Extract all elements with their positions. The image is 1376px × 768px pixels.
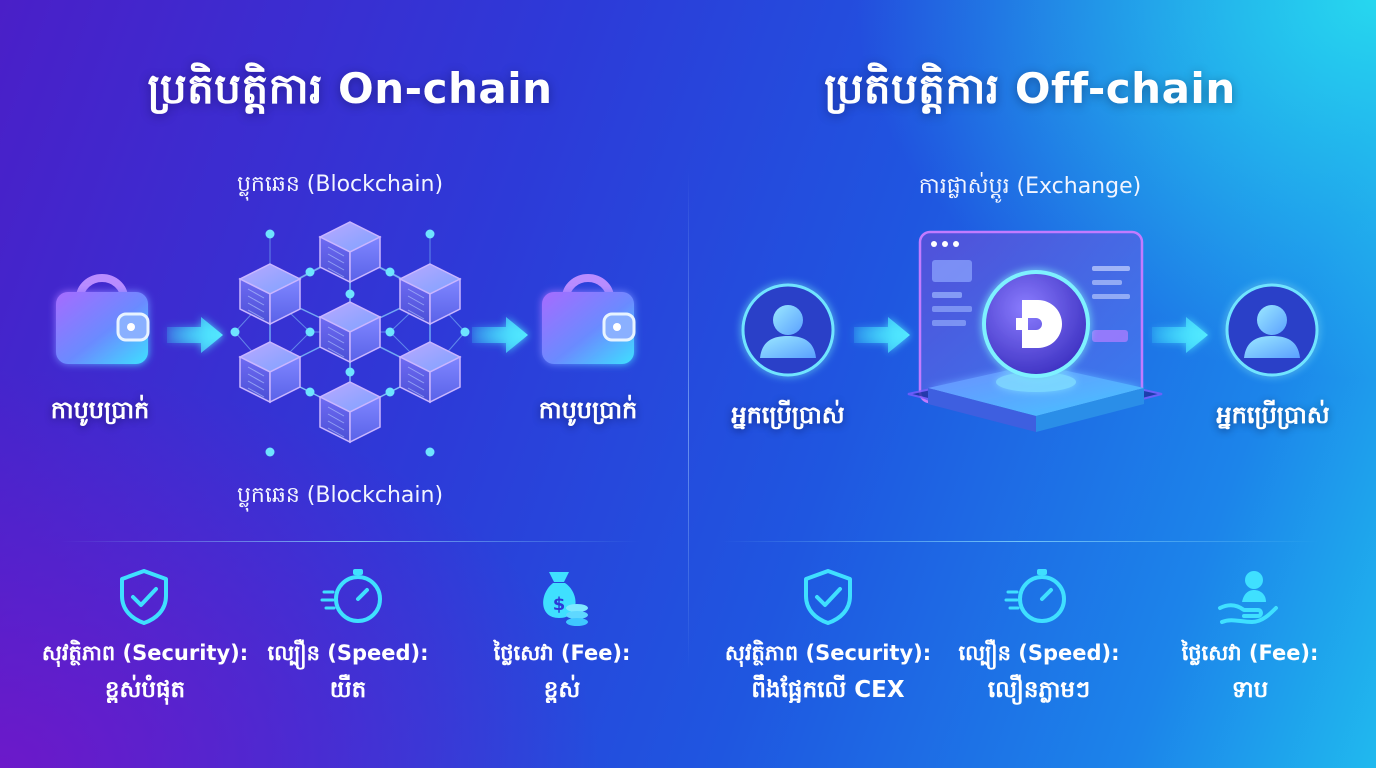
fee-metric-value: ខ្ពស់ [543, 677, 581, 703]
network-node [305, 327, 315, 337]
sender-wallet [52, 274, 152, 368]
blockchain-cubes-icon [230, 221, 470, 457]
arrow-right-icon [852, 315, 912, 355]
speed-metric-value: យឺត [329, 677, 367, 703]
block-cube [398, 341, 462, 404]
security-metric-value: ពឹងផ្អែកលើ CEX [751, 677, 905, 703]
block-cube [238, 263, 302, 326]
network-node [385, 267, 395, 277]
left-section-divider [60, 541, 640, 542]
svg-text:$: $ [553, 594, 566, 615]
network-node [385, 387, 395, 397]
stopwatch-icon [1004, 566, 1068, 626]
wallet-icon [542, 274, 636, 364]
network-node [305, 267, 315, 277]
blockchain-top-label: ប្លុកឆេន (Blockchain) [236, 172, 444, 197]
shield-check-icon [118, 568, 170, 626]
exchange-label: ការផ្លាស់ប្តូរ (Exchange) [918, 174, 1142, 199]
stopwatch-icon [320, 566, 384, 626]
network-node [230, 327, 240, 337]
on-chain-title: ប្រតិបត្តិការ On-chain [147, 64, 553, 113]
fee-metric-label: ថ្លៃសេវា (Fee): [493, 641, 631, 665]
network-node [265, 447, 275, 457]
speed-metric-value: លឿនភ្លាមៗ [987, 677, 1091, 703]
panel-divider [688, 170, 689, 670]
off-chain-title: ប្រតិបត្តិការ Off-chain [824, 64, 1236, 113]
network-node [385, 327, 395, 337]
block-cube [318, 221, 382, 284]
exchange-platform [900, 226, 1170, 476]
receiver-wallet-label: កាបូបប្រាក់ [538, 396, 638, 424]
receiver-user [1224, 282, 1320, 378]
security-metric-value: ខ្ពស់បំផុត [104, 677, 186, 703]
fee-metric-label: ថ្លៃសេវា (Fee): [1181, 641, 1319, 665]
user-avatar-icon [1225, 283, 1319, 377]
network-node [460, 327, 470, 337]
wallet-icon [56, 274, 150, 364]
block-cube [318, 381, 382, 444]
arrow-right-icon [470, 315, 530, 355]
shield-check-icon [802, 568, 854, 626]
block-cube [318, 301, 382, 364]
exchange-screen-icon [907, 230, 1163, 432]
receiver-wallet [538, 274, 638, 368]
block-cube [238, 341, 302, 404]
sender-user-label: អ្នកប្រើប្រាស់ [731, 401, 845, 429]
network-node [345, 367, 355, 377]
hand-user-icon [1218, 568, 1278, 626]
network-node [265, 229, 275, 239]
fee-metric-value: ទាប [1231, 677, 1269, 703]
user-avatar-icon [741, 283, 835, 377]
network-node [425, 229, 435, 239]
money-bag-icon: $ [535, 566, 589, 626]
security-metric-label: សុវត្ថិភាព (Security): [724, 641, 932, 665]
security-metric-label: សុវត្ថិភាព (Security): [41, 641, 249, 665]
sender-user [740, 282, 836, 378]
speed-metric-label: ល្បឿន (Speed): [958, 641, 1120, 665]
network-node [305, 387, 315, 397]
arrow-right-icon [1150, 315, 1210, 355]
arrow-right-icon [165, 315, 225, 355]
block-cube [398, 263, 462, 326]
network-node [345, 289, 355, 299]
blockchain-bottom-label: ប្លុកឆេន (Blockchain) [236, 483, 444, 508]
right-section-divider [720, 541, 1320, 542]
receiver-user-label: អ្នកប្រើប្រាស់ [1216, 401, 1330, 429]
blockchain-network [220, 212, 480, 462]
speed-metric-label: ល្បឿន (Speed): [267, 641, 429, 665]
network-node [425, 447, 435, 457]
sender-wallet-label: កាបូបប្រាក់ [50, 396, 150, 424]
